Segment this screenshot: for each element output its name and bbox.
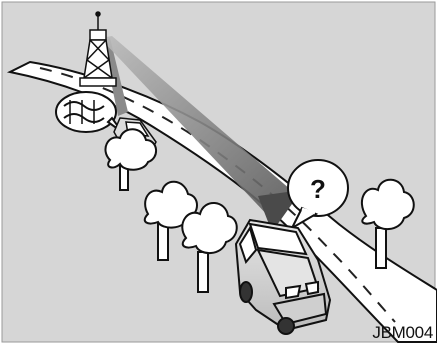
figure-code-label: JBM004 bbox=[372, 323, 433, 343]
speech-bubble-question-mark: ? bbox=[310, 174, 326, 204]
